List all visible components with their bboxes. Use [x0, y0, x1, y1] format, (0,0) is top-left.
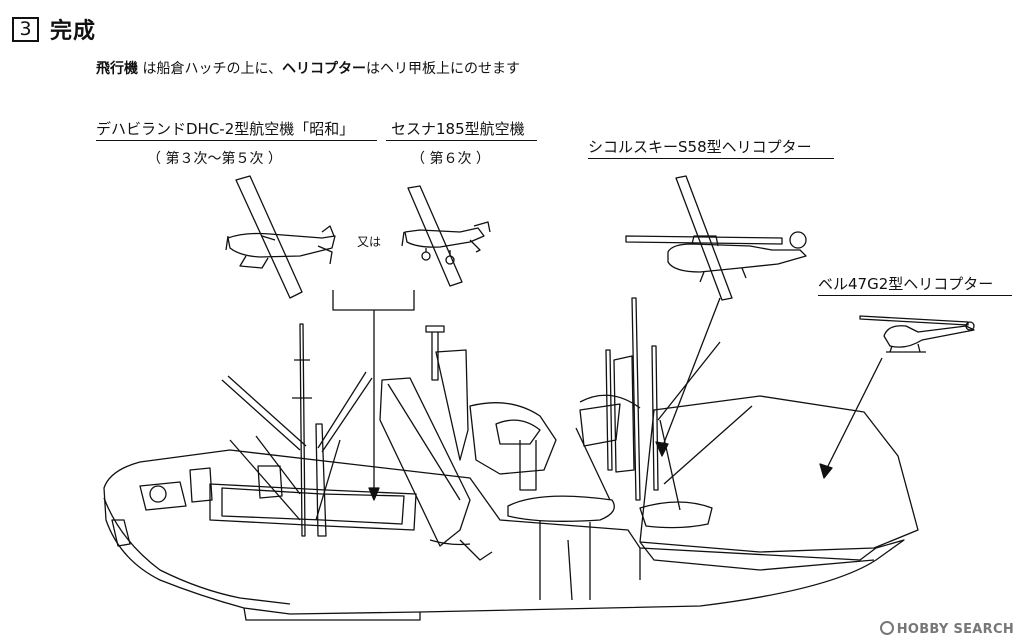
- dhc2-airplane-illustration: [225, 175, 336, 299]
- label-cessna: セスナ185型航空機: [391, 120, 525, 138]
- instruction-hatch: は船倉ハッチの上に、: [138, 61, 283, 77]
- main-mast: [575, 297, 753, 511]
- step-title: 完成: [50, 19, 97, 44]
- underline-dhc2: [96, 140, 377, 141]
- lifeboats: [507, 495, 713, 529]
- bell47-placement-arrow: [825, 357, 883, 471]
- superstructure: [379, 325, 557, 547]
- label-cessna-mission: （ 第６次 ）: [411, 151, 490, 167]
- instruction-airplane: 飛行機: [96, 61, 138, 77]
- forward-deck-machinery: [139, 465, 283, 511]
- label-dhc2: デハビランドDHC-2型航空機「昭和」: [96, 120, 355, 138]
- underline-cessna: [386, 140, 537, 141]
- s58-helicopter-illustration: [625, 175, 807, 301]
- watermark: HOBBY SEARCH: [879, 621, 1014, 637]
- s58-arrowhead: [655, 441, 669, 457]
- airplane-placement-bracket: [332, 290, 415, 501]
- bell47-helicopter-illustration: [859, 315, 975, 353]
- or-label: 又は: [357, 235, 382, 249]
- heli-deck: [639, 395, 919, 571]
- instruction-heli-deck: はヘリ甲板上にのせます: [366, 61, 521, 77]
- underline-bell47: [818, 295, 1012, 296]
- s58-placement-arrow: [661, 297, 721, 449]
- cessna-airplane-illustration: [401, 185, 491, 287]
- bell47-arrowhead: [819, 463, 833, 479]
- ship-hull: [103, 449, 905, 621]
- step-number-box: 3: [12, 17, 39, 42]
- label-s58: シコルスキーS58型ヘリコプター: [588, 138, 812, 156]
- foremast: [221, 323, 373, 537]
- instruction-helicopter: ヘリコプター: [282, 61, 367, 77]
- label-dhc2-missions: （ 第３次〜第５次 ）: [147, 151, 282, 167]
- hobbysearch-logo-icon: [879, 621, 894, 635]
- underline-s58: [588, 158, 834, 159]
- label-bell47: ベル47G2型ヘリコプター: [818, 275, 994, 293]
- hull-details: [429, 520, 641, 601]
- cargo-hatch: [209, 483, 417, 531]
- watermark-text: HOBBY SEARCH: [896, 622, 1014, 637]
- instruction-text: 飛行機 は船倉ハッチの上に、ヘリコプターはヘリ甲板上にのせます: [96, 58, 520, 78]
